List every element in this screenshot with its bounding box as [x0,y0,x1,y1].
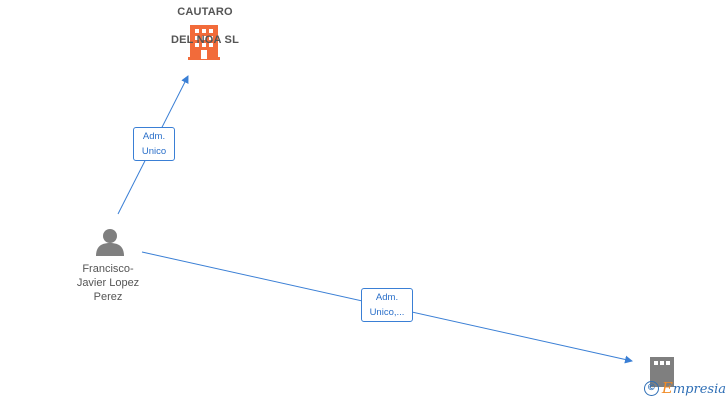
copyright-icon: © [643,380,659,396]
edge-label-adm-unico-multiple: Adm. Unico,... [361,288,413,322]
person-icon[interactable] [96,229,124,256]
company-top-label-line2: DEL NOA SL [170,34,239,46]
building-icon[interactable] [188,25,220,60]
brand-initial: E [661,379,673,397]
person-label[interactable]: Francisco- Javier Lopez Perez [76,263,140,303]
brand-rest: mpresia [672,382,726,397]
company-top-label-line1: CAUTARO [177,6,233,18]
company-top-label[interactable]: CAUTARO DEL NOA SL [150,0,260,61]
edge-label-adm-unico: Adm. Unico [133,127,175,161]
brand-name: Empresia [662,379,726,397]
empresia-watermark: © Empresia [643,379,726,397]
